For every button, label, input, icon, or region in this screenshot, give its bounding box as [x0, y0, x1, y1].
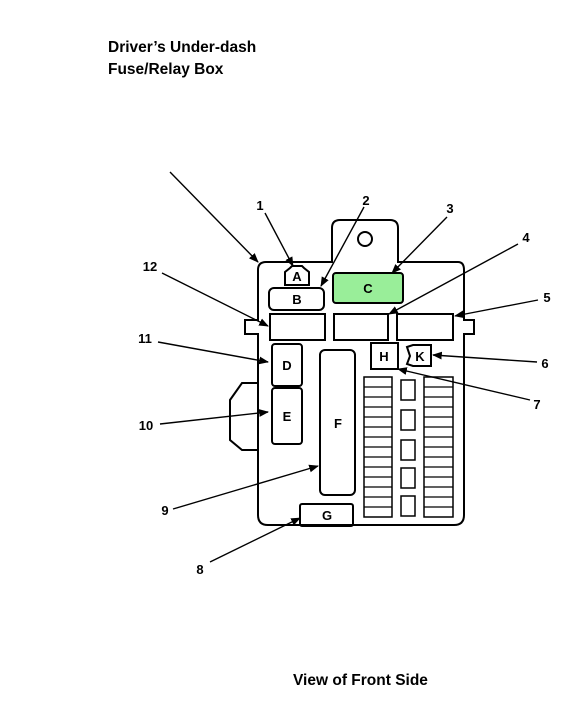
- slot-4: [333, 313, 389, 341]
- callout-7: 7: [533, 397, 540, 412]
- leader-12: [161, 272, 269, 327]
- callout-10: 10: [139, 418, 153, 433]
- leader-unlabeled: [169, 171, 259, 263]
- fuse-mini-1: [400, 379, 416, 401]
- diagram-title: Driver’s Under-dash Fuse/Relay Box: [108, 37, 256, 81]
- callout-4: 4: [522, 230, 530, 245]
- fuse-box-housing: [244, 219, 475, 526]
- component-h-box: [370, 342, 399, 370]
- leader-11: [157, 341, 269, 365]
- callout-8: 8: [196, 562, 203, 577]
- slot-12: [269, 313, 326, 341]
- leader-4: [388, 243, 519, 315]
- slot-5: [396, 313, 454, 341]
- callout-6: 6: [541, 356, 548, 371]
- component-k-box: [405, 344, 432, 367]
- leader-6: [432, 351, 538, 363]
- fuse-mini-5: [400, 495, 416, 517]
- callout-11: 11: [138, 331, 152, 346]
- title-line-1: Driver’s Under-dash: [108, 39, 257, 56]
- component-label-b: B: [292, 292, 301, 307]
- title-line-2: Fuse/Relay Box: [108, 61, 224, 78]
- component-label-a: A: [292, 269, 302, 284]
- component-label-k: K: [415, 349, 425, 364]
- component-label-e: E: [283, 409, 292, 424]
- callout-12: 12: [143, 259, 157, 274]
- leader-8: [209, 517, 301, 563]
- leader-10: [159, 409, 269, 425]
- leader-5: [454, 299, 539, 319]
- callout-9: 9: [161, 503, 168, 518]
- mounting-hole: [357, 231, 373, 247]
- callout-5: 5: [543, 290, 550, 305]
- component-c-box: [332, 272, 404, 304]
- leader-2: [320, 206, 365, 287]
- component-g-box: [299, 503, 354, 527]
- leader-9: [172, 464, 319, 510]
- callout-1: 1: [256, 198, 263, 213]
- component-label-g: G: [322, 508, 332, 523]
- callout-2: 2: [362, 193, 369, 208]
- leader-7: [397, 367, 531, 401]
- leader-1: [264, 212, 294, 267]
- component-d-box: [271, 343, 303, 387]
- component-label-h: H: [379, 349, 388, 364]
- fuse-mini-3: [400, 439, 416, 461]
- component-f-box: [319, 349, 356, 496]
- fuse-dividers: [364, 386, 453, 508]
- fuse-mini-4: [400, 467, 416, 489]
- callout-leaders: [157, 171, 539, 563]
- leader-3: [391, 216, 448, 274]
- component-label-f: F: [334, 416, 342, 431]
- component-e-box: [271, 387, 303, 445]
- view-caption: View of Front Side: [293, 672, 428, 689]
- component-a-box: [284, 265, 310, 286]
- left-side-connector: [229, 382, 258, 451]
- component-b-box: [268, 287, 325, 311]
- fuse-mini-2: [400, 409, 416, 431]
- component-label-d: D: [282, 358, 291, 373]
- callout-3: 3: [446, 201, 453, 216]
- component-label-c: C: [363, 281, 373, 296]
